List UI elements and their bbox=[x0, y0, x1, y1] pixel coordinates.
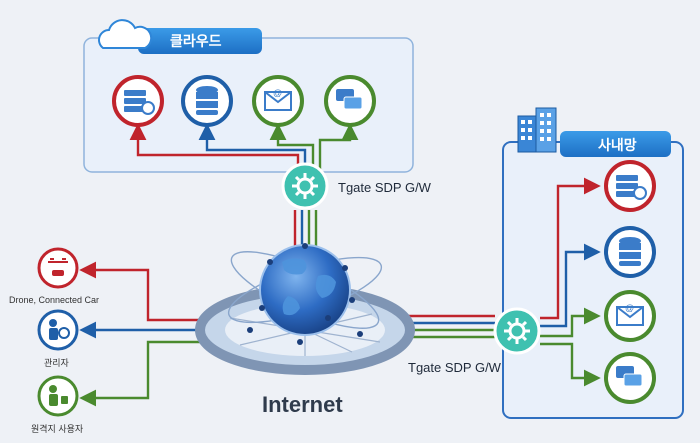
client-drone-car: Drone, Connected Car bbox=[9, 247, 99, 305]
client-drone-car-label: Drone, Connected Car bbox=[9, 295, 99, 305]
cloud-database-icon bbox=[181, 75, 233, 127]
globe-icon bbox=[259, 244, 351, 336]
gear-icon bbox=[504, 318, 530, 344]
gateway-top: Tgate SDP G/W bbox=[281, 162, 432, 210]
intranet-connections bbox=[540, 177, 601, 387]
gateway-bottom-label: Tgate SDP G/W bbox=[408, 360, 502, 375]
cloud-email-icon: @ bbox=[252, 75, 304, 127]
client-connections bbox=[79, 261, 205, 407]
client-admin: 관리자 bbox=[37, 309, 79, 368]
internet-label: Internet bbox=[262, 392, 343, 417]
intranet-panel: 사내망 bbox=[502, 107, 684, 419]
svg-text:@: @ bbox=[273, 88, 282, 98]
intranet-title: 사내망 bbox=[598, 137, 637, 153]
intranet-chat-icon bbox=[604, 352, 656, 404]
cloud-server-icon bbox=[112, 75, 164, 127]
internet-hub: Internet bbox=[195, 243, 415, 417]
gateway-bottom: Tgate SDP G/W bbox=[408, 307, 541, 375]
client-admin-label: 관리자 bbox=[44, 358, 70, 368]
client-remote-user-label: 원격지 사용자 bbox=[31, 423, 84, 434]
svg-text:@: @ bbox=[625, 303, 634, 313]
cloud-icon bbox=[98, 19, 153, 49]
gear-icon bbox=[292, 173, 318, 199]
gateway-top-label: Tgate SDP G/W bbox=[338, 180, 432, 195]
intranet-server-icon bbox=[604, 160, 656, 212]
building-icon bbox=[517, 107, 557, 153]
cloud-panel: 클라우드 bbox=[83, 19, 414, 173]
intranet-email-icon: @ bbox=[604, 290, 656, 342]
cloud-chat-icon bbox=[324, 75, 376, 127]
internet-gateway-links bbox=[408, 314, 495, 339]
client-remote-user: 원격지 사용자 bbox=[31, 375, 84, 434]
intranet-database-icon bbox=[604, 226, 656, 278]
drone-car-icon bbox=[37, 247, 79, 289]
cloud-title: 클라우드 bbox=[170, 33, 222, 49]
gateway-internet-links bbox=[293, 210, 318, 250]
